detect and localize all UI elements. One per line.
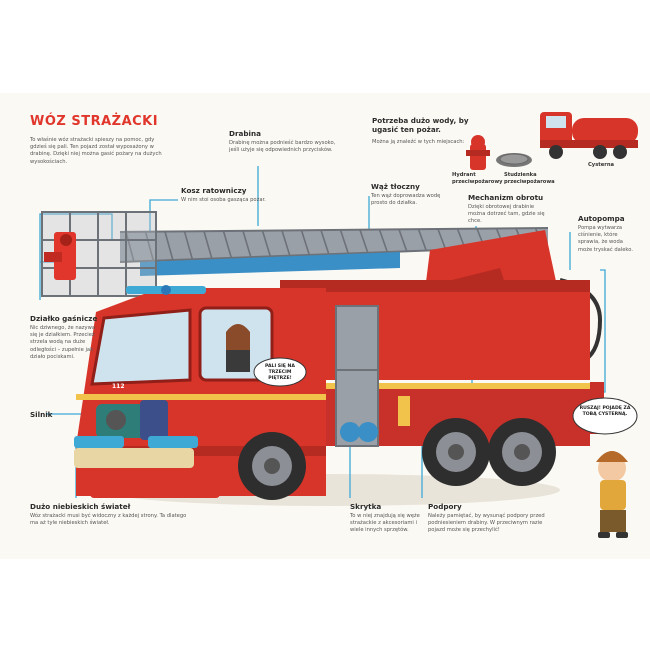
ladder-rung: [378, 229, 389, 253]
cannon-heading: Działko gaśnicze: [30, 314, 98, 323]
ladder-heading: Drabina: [229, 129, 261, 138]
front-bumper: [74, 436, 220, 498]
manhole-icon: [496, 153, 532, 167]
hydrant-icon: [466, 135, 490, 170]
page-title: WÓZ STRAŻACKI: [30, 114, 159, 129]
basket-heading: Kosz ratowniczy: [181, 186, 247, 195]
ladder-rung: [437, 228, 447, 251]
ladder-rung: [398, 229, 408, 253]
boy-character: [596, 451, 628, 538]
engine-heading: Silnik: [30, 410, 53, 419]
water-cannon: [44, 232, 76, 280]
ladder-rung: [281, 230, 291, 257]
ladder-rung: [164, 231, 174, 261]
hose-text: Ten wąż doprowadza wodę prosto do działk…: [371, 193, 441, 207]
tanker-label: Cysterna: [588, 162, 615, 168]
outriggers-heading: Podpory: [428, 502, 462, 511]
intro-text: To właśnie wóz strażacki spieszy na pomo…: [30, 137, 162, 165]
cab-speech-text: PALI SIĘ NA TRZECIM PIĘTRZE!: [265, 364, 295, 381]
ladder-rung: [359, 229, 369, 254]
ladder-rung: [183, 231, 194, 261]
lights-text: Wóz strażacki musi być widoczny z każdej…: [30, 513, 187, 527]
tanker-truck-icon: [540, 112, 638, 159]
ladder-rung: [261, 230, 272, 258]
cannon-text: Nic dziwnego, że nazywa się je działkiem…: [30, 325, 96, 360]
wheels: [238, 418, 556, 500]
hydrant-label: Hydrant przeciwpożarowy: [452, 172, 503, 186]
wheel: [488, 418, 556, 486]
water-text: Można ją znaleźć w tych miejscach:: [372, 139, 465, 145]
truck-body: [280, 280, 604, 447]
ladder-rung: [242, 230, 252, 258]
wheel: [238, 432, 306, 500]
ladder-rung: [300, 230, 311, 256]
ladder-text: Drabinę można podnieść bardzo wysoko, je…: [229, 140, 336, 154]
pump-text: Pompa wytwarza ciśnienie, które sprawia,…: [578, 225, 633, 253]
ladder-rung: [222, 230, 233, 259]
ladder-rung: [125, 231, 135, 263]
lights-heading: Dużo niebieskich świateł: [30, 502, 131, 511]
basket-text: W nim stoi osoba gasząca pożar.: [181, 197, 266, 203]
ladder-rung: [417, 229, 428, 252]
speech-bubbles: [253, 357, 638, 435]
manhole-label: Studzienka przeciwpożarowa: [504, 172, 555, 186]
boy-speech-text: RUSZAJ! POJADĘ ZA TOBĄ CYSTERNĄ.: [579, 406, 631, 417]
wheel: [422, 418, 490, 486]
ladder-rung: [320, 229, 330, 256]
truck-number: 112: [112, 383, 125, 390]
ladder-rung: [339, 229, 350, 255]
rotation-heading: Mechanizm obrotu: [468, 193, 544, 202]
engine: [96, 400, 168, 440]
windshield: [90, 308, 192, 386]
ladder-rung: [144, 231, 155, 262]
rotation-text: Dzięki obrotowej drabinie można dotrzeć …: [468, 204, 545, 225]
locker-text: To w niej znajdują się węże strażackie z…: [350, 513, 420, 534]
ladder-rung: [203, 231, 213, 260]
pump-heading: Autopompa: [578, 214, 625, 223]
locker-heading: Skrytka: [350, 502, 382, 511]
hose-heading: Wąż tłoczny: [371, 182, 420, 191]
water-heading: Potrzeba dużo wody, by ugasić ten pożar.: [372, 116, 469, 134]
outriggers-text: Należy pamiętać, by wysunąć podpory prze…: [428, 513, 545, 534]
